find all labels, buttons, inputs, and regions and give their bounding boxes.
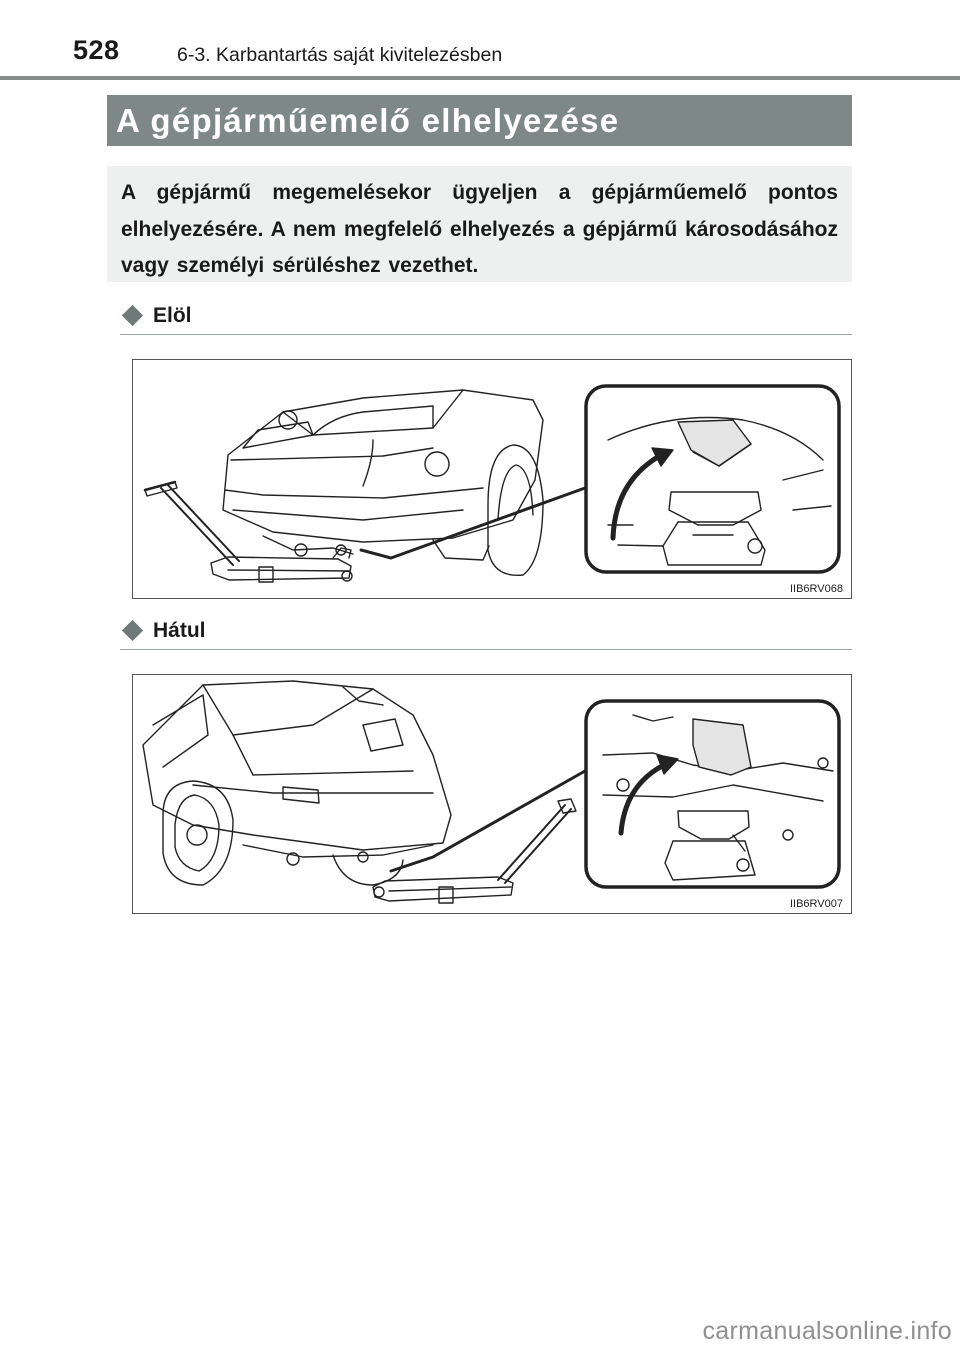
subhead-front-rule — [120, 334, 852, 335]
page-title: A gépjárműemelő elhelyezése — [107, 95, 852, 146]
figure-rear-jack-point: IIB6RV007 — [132, 674, 852, 914]
rear-jack-illustration — [142, 680, 841, 904]
section-name: 6-3. Karbantartás saját kivitelezésben — [177, 44, 503, 66]
intro-box: A gépjármű megemelésekor ügyeljen a gépj… — [107, 166, 852, 282]
subhead-rear: Hátul — [121, 619, 852, 649]
diamond-bullet-icon — [121, 304, 144, 327]
page-number: 528 — [73, 35, 120, 65]
page-header: 528 6-3. Karbantartás saját kivitelezésb… — [0, 0, 960, 80]
header-rule — [0, 76, 960, 80]
subhead-rear-label: Hátul — [153, 619, 206, 642]
subhead-front-label: Elöl — [153, 304, 192, 327]
figure-code: IIB6RV068 — [789, 583, 843, 595]
watermark: carmanualsonline.info — [702, 1317, 952, 1345]
subhead-front: Elöl — [121, 304, 852, 334]
figure-code: IIB6RV007 — [789, 898, 843, 910]
diamond-bullet-icon — [121, 619, 144, 642]
intro-text: A gépjármű megemelésekor ügyeljen a gépj… — [121, 181, 838, 277]
figure-front-jack-point: IIB6RV068 — [132, 359, 852, 599]
subhead-rear-rule — [120, 649, 852, 650]
front-jack-illustration — [143, 384, 841, 583]
